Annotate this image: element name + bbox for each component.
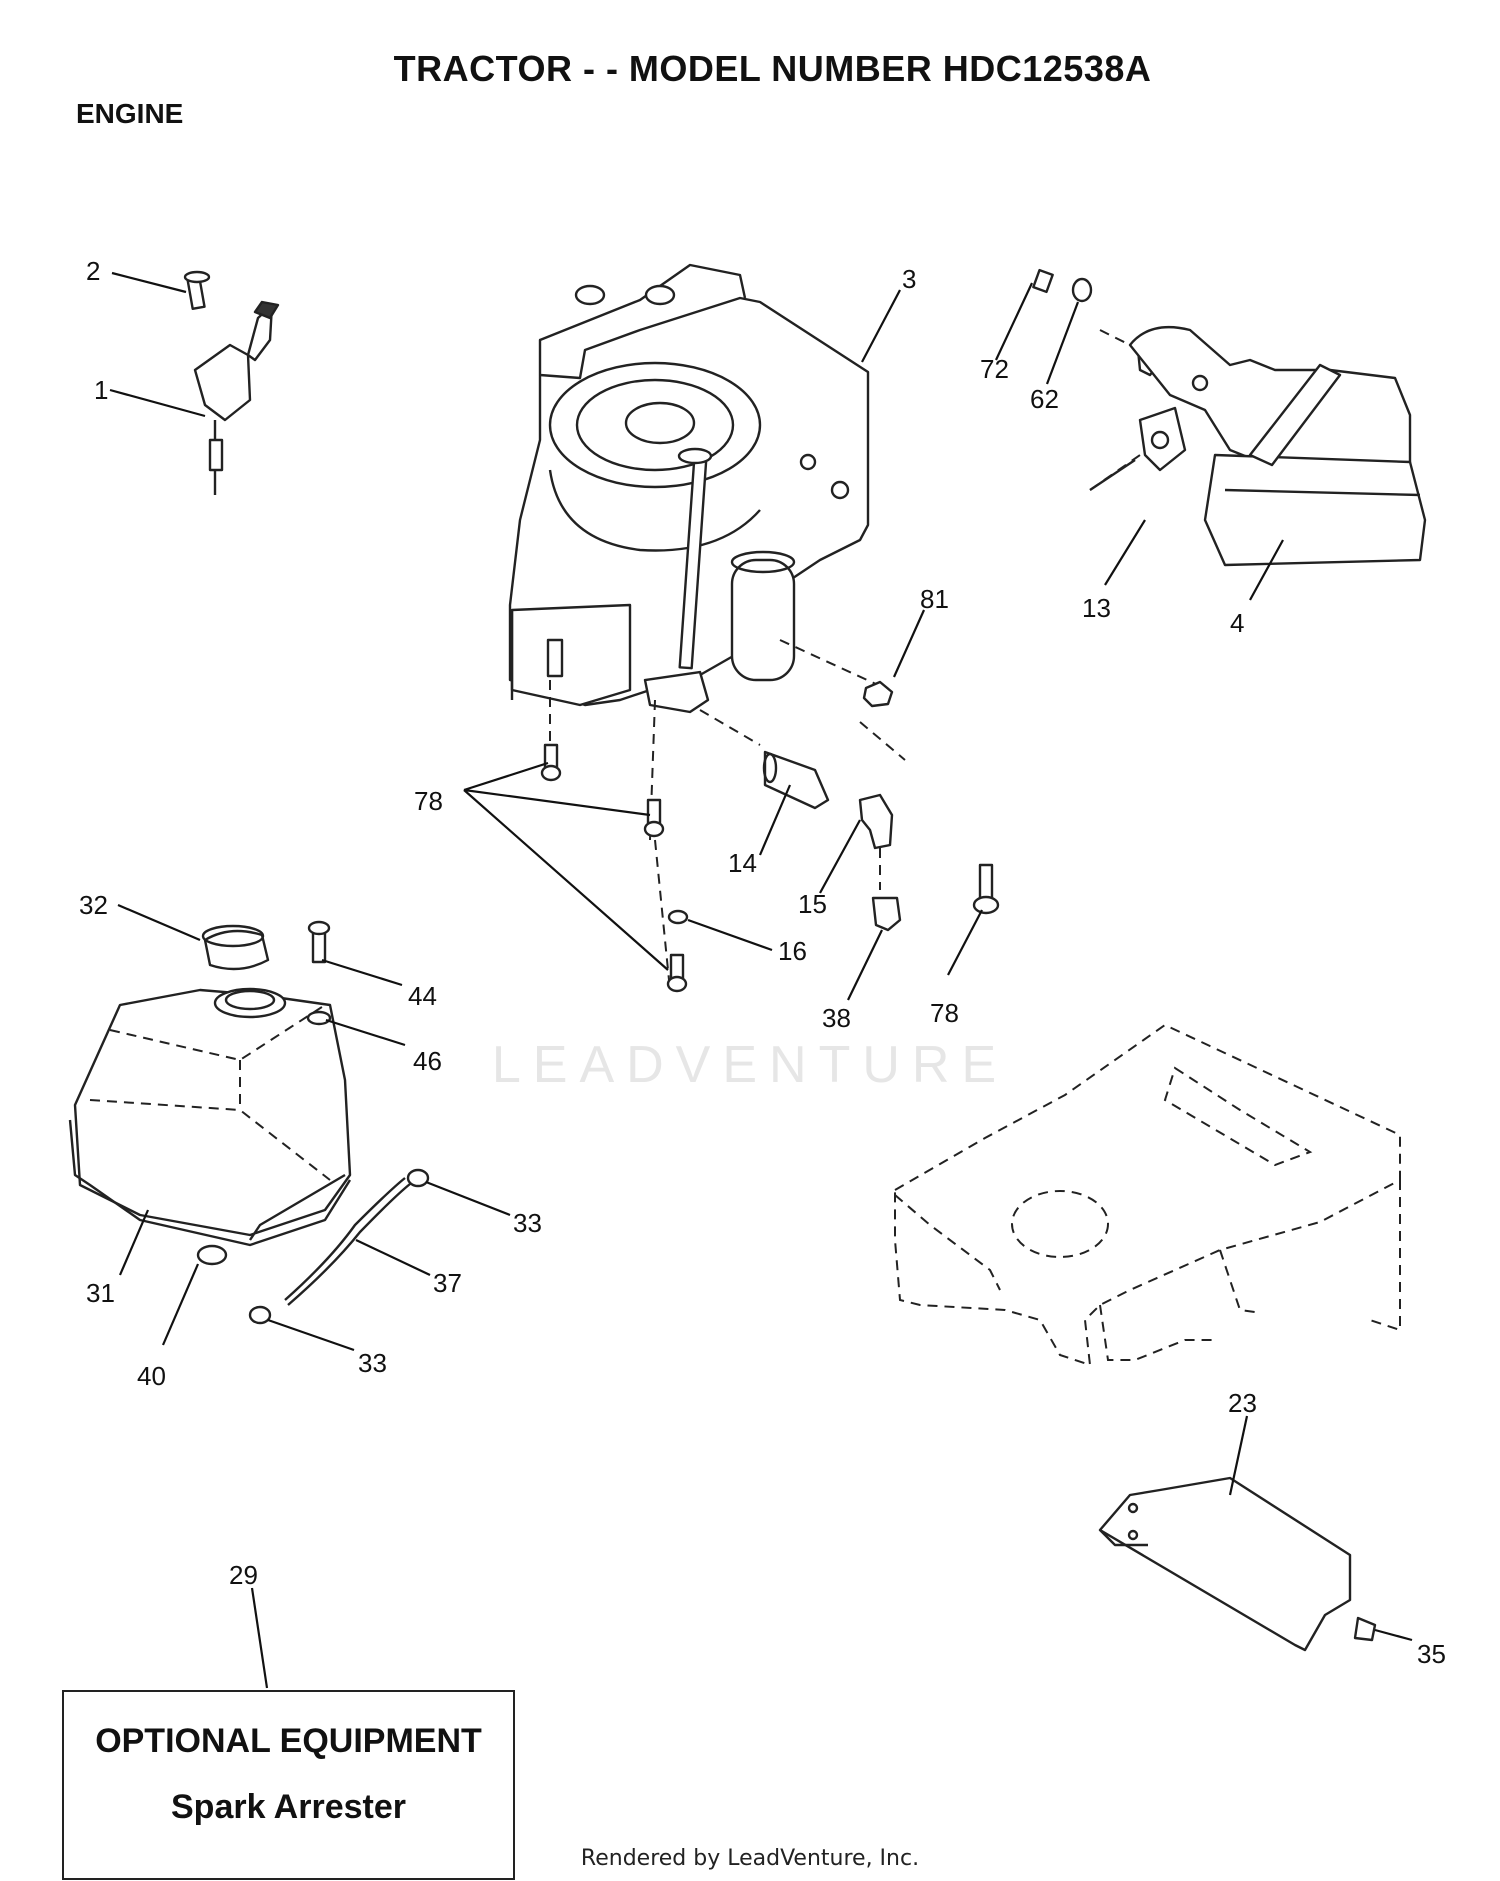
callout-3: 3 <box>902 264 916 294</box>
callout-32: 32 <box>79 890 108 920</box>
muffler-drawing <box>1032 268 1427 567</box>
callout-31: 31 <box>86 1278 115 1308</box>
leader-lines <box>109 271 1413 1689</box>
page-title: TRACTOR - - MODEL NUMBER HDC12538A <box>393 48 1152 89</box>
heat-shield-drawing <box>1098 1476 1377 1652</box>
callout-29: 29 <box>229 1560 258 1590</box>
callout-40: 40 <box>137 1361 166 1391</box>
callout-78a: 78 <box>414 786 443 816</box>
fuel-tank-drawing <box>68 920 430 1325</box>
optional-equipment-item: Spark Arrester <box>171 1788 406 1826</box>
optional-equipment-box: OPTIONAL EQUIPMENT Spark Arrester <box>62 1690 515 1880</box>
callout-72: 72 <box>980 354 1009 384</box>
callout-1: 1 <box>94 375 108 405</box>
callout-labels: 1 2 3 4 13 14 15 16 23 29 31 32 33 33 35… <box>79 256 1446 1669</box>
callout-13: 13 <box>1082 593 1111 623</box>
callout-23: 23 <box>1228 1388 1257 1418</box>
callout-62: 62 <box>1030 384 1059 414</box>
callout-33b: 33 <box>358 1348 387 1378</box>
callout-33a: 33 <box>513 1208 542 1238</box>
callout-78b: 78 <box>930 998 959 1028</box>
callout-38: 38 <box>822 1003 851 1033</box>
callout-81: 81 <box>920 584 949 614</box>
watermark: LEADVENTURE <box>491 1036 1009 1094</box>
throttle-control-drawing <box>183 270 280 495</box>
engine-hardware-drawing <box>540 680 1000 993</box>
callout-2: 2 <box>86 256 100 286</box>
footer-credit: Rendered by LeadVenture, Inc. <box>580 1846 920 1871</box>
engine-drawing <box>508 263 870 714</box>
callout-15: 15 <box>798 889 827 919</box>
callout-44: 44 <box>408 981 437 1011</box>
optional-equipment-heading: OPTIONAL EQUIPMENT <box>95 1722 482 1760</box>
callout-4: 4 <box>1230 608 1244 638</box>
section-heading: ENGINE <box>76 98 184 129</box>
callout-35: 35 <box>1417 1639 1446 1669</box>
frame-drawing <box>894 1023 1401 1367</box>
engine-dashed-guides <box>549 639 906 991</box>
callout-14: 14 <box>728 848 757 878</box>
callout-46: 46 <box>413 1046 442 1076</box>
callout-37: 37 <box>433 1268 462 1298</box>
callout-16: 16 <box>778 936 807 966</box>
